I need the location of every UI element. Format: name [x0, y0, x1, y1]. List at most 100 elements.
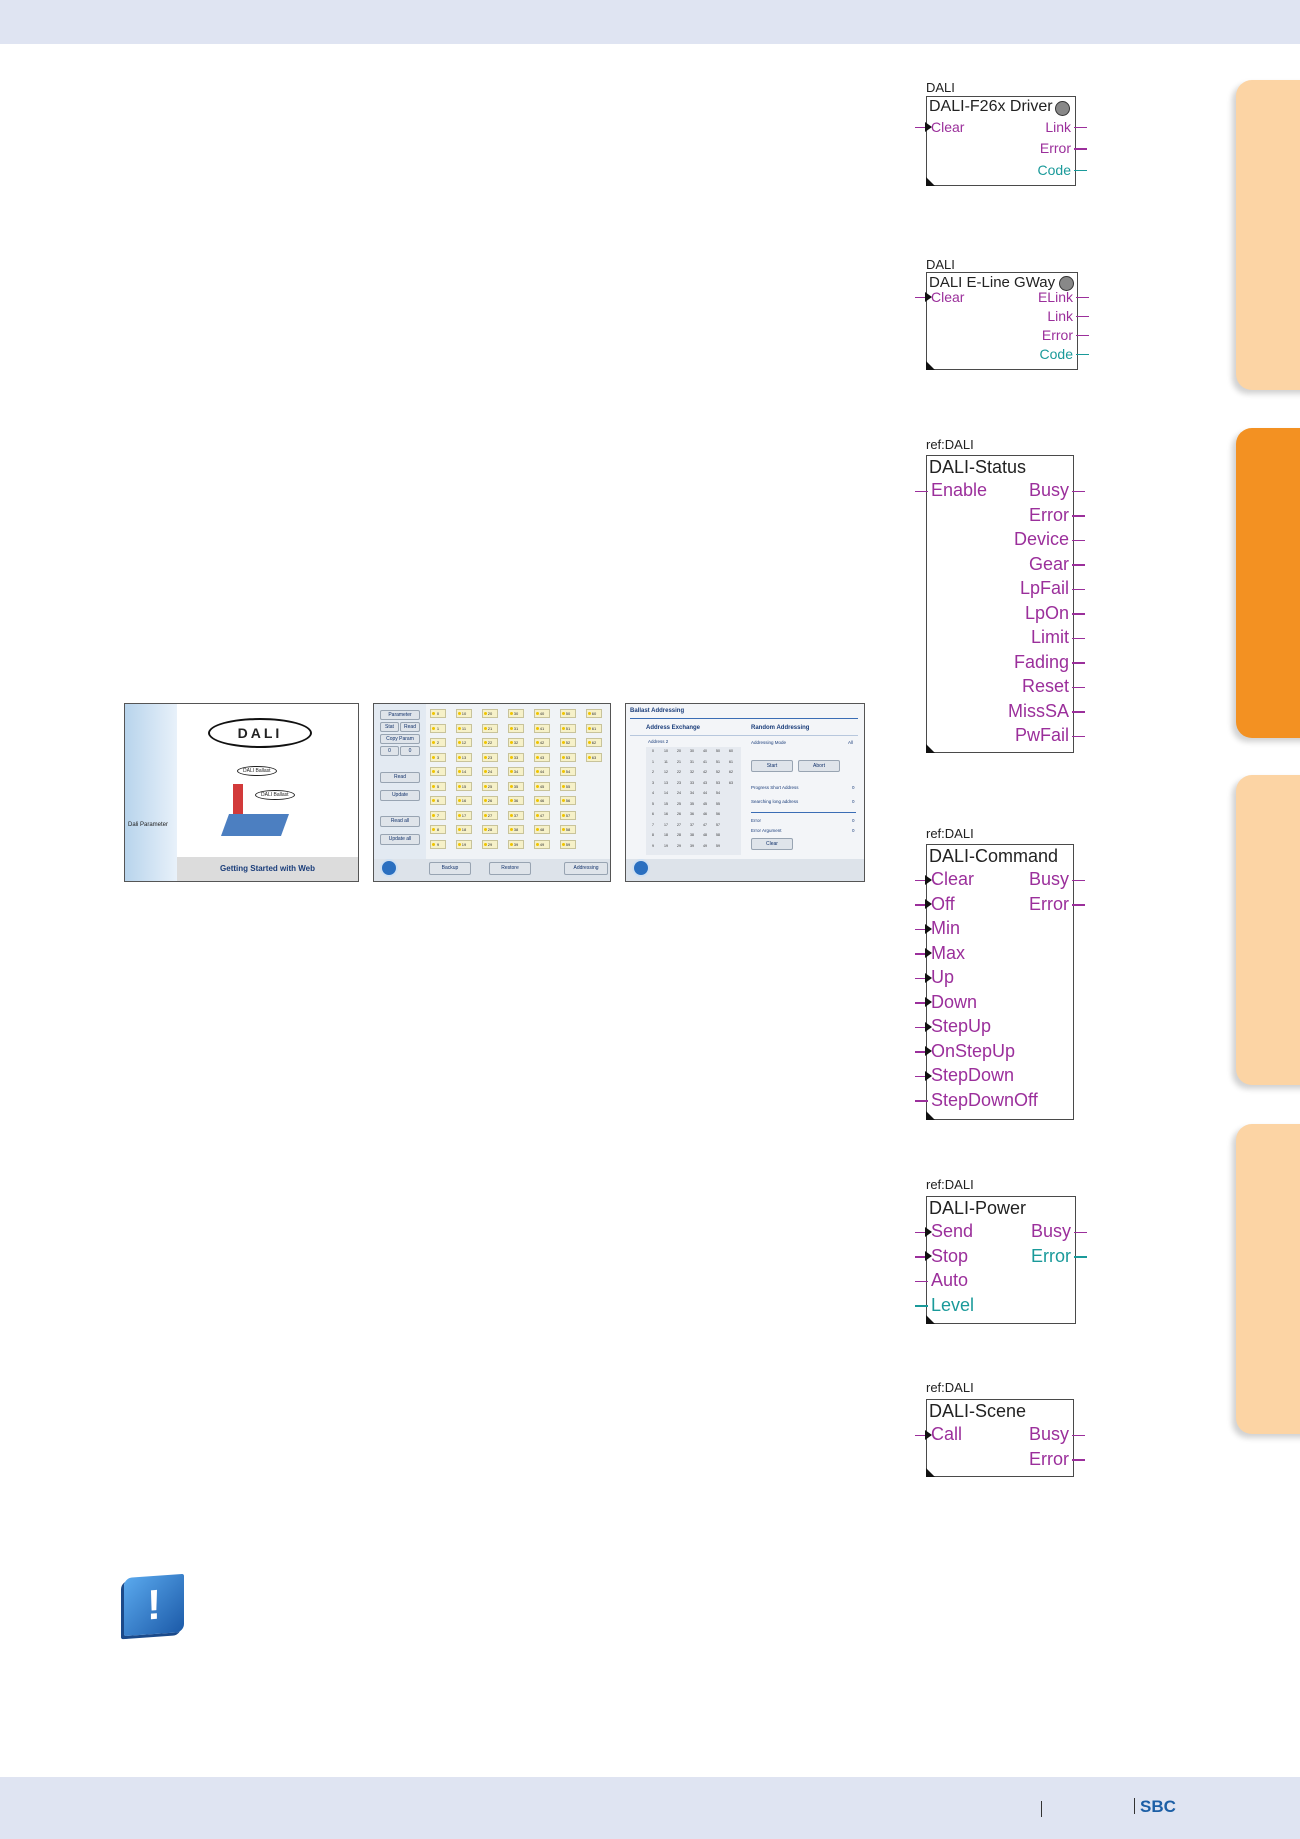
address-cell[interactable]: 59	[560, 839, 576, 849]
address-grid-cell[interactable]: 60	[729, 749, 733, 753]
address-grid-cell[interactable]: 26	[677, 812, 681, 816]
address-grid-cell[interactable]: 41	[703, 759, 707, 764]
address-cell[interactable]: 1	[430, 723, 446, 733]
address-cell[interactable]: 63	[586, 752, 602, 762]
address-grid-cell[interactable]: 48	[703, 833, 707, 837]
chapter-tab-2-active[interactable]	[1236, 428, 1300, 738]
address-cell[interactable]: 22	[482, 738, 498, 747]
address-grid-cell[interactable]: 23	[677, 780, 681, 785]
output-pin-error[interactable]: Error	[1031, 1245, 1087, 1266]
address-grid-cell[interactable]: 36	[690, 812, 694, 816]
address-grid-cell[interactable]: 13	[664, 780, 668, 785]
address-grid-cell[interactable]: 18	[664, 833, 668, 837]
address-cell[interactable]: 15	[456, 781, 472, 791]
address-grid-cell[interactable]: 12	[664, 770, 668, 774]
input-pin-down[interactable]: Down	[914, 991, 978, 1012]
stat-tab[interactable]: Stat	[380, 722, 399, 732]
back-arrow-icon[interactable]	[380, 859, 398, 877]
address-grid-cell[interactable]: 59	[716, 843, 720, 848]
address-cell[interactable]: 24	[482, 767, 498, 776]
address-grid-cell[interactable]: 5	[652, 801, 654, 806]
input-pin-level[interactable]: Level	[914, 1294, 975, 1315]
input-pin-clear[interactable]: Clear	[914, 118, 965, 135]
address-cell[interactable]: 17	[456, 810, 472, 820]
address-cell[interactable]: 19	[456, 839, 472, 849]
address-grid-cell[interactable]: 27	[677, 822, 681, 827]
address-grid-cell[interactable]: 51	[716, 759, 720, 764]
address-grid-cell[interactable]: 50	[716, 749, 720, 753]
update-button[interactable]: Update	[380, 790, 420, 801]
read-all-button[interactable]: Read all	[380, 816, 420, 827]
address-cell[interactable]: 47	[534, 810, 550, 820]
address-grid-cell[interactable]: 33	[690, 780, 694, 785]
address-grid-cell[interactable]: 9	[652, 843, 654, 848]
output-pin-code[interactable]: Code	[1037, 161, 1088, 178]
address-grid-cell[interactable]: 25	[677, 801, 681, 806]
input-pin-clear[interactable]: Clear	[914, 288, 965, 305]
abort-button[interactable]: Abort	[798, 760, 840, 772]
address-grid-cell[interactable]: 39	[690, 843, 694, 848]
address-grid-cell[interactable]: 32	[690, 770, 694, 774]
address-cell[interactable]: 34	[508, 767, 524, 776]
input-pin-onstepup[interactable]: OnStepUp	[914, 1040, 1016, 1061]
input-pin-min[interactable]: Min	[914, 918, 961, 939]
address-cell[interactable]: 31	[508, 723, 524, 733]
address-cell[interactable]: 48	[534, 825, 550, 834]
address-grid-cell[interactable]: 1	[652, 759, 654, 764]
input-pin-stepup[interactable]: StepUp	[914, 1016, 992, 1037]
backup-button[interactable]: Backup	[429, 862, 471, 875]
address-grid-cell[interactable]: 52	[716, 770, 720, 774]
address-grid-cell[interactable]: 4	[652, 791, 654, 795]
address-cell[interactable]: 53	[560, 752, 576, 762]
address-cell[interactable]: 13	[456, 752, 472, 762]
address-grid-cell[interactable]: 28	[677, 833, 681, 837]
address-cell[interactable]: 41	[534, 723, 550, 733]
address-cell[interactable]: 10	[456, 709, 472, 718]
output-pin-device[interactable]: Device	[1013, 529, 1086, 550]
address-cell[interactable]: 25	[482, 781, 498, 791]
address-cell[interactable]: 49	[534, 839, 550, 849]
address-grid-cell[interactable]: 63	[729, 780, 733, 785]
address-grid-cell[interactable]: 3	[652, 780, 654, 785]
address-cell[interactable]: 38	[508, 825, 524, 834]
address-grid-cell[interactable]: 19	[664, 843, 668, 848]
output-pin-error[interactable]: Error	[1041, 326, 1090, 343]
address-grid-cell[interactable]: 40	[703, 749, 707, 753]
output-pin-code[interactable]: Code	[1039, 345, 1090, 362]
address-cell[interactable]: 30	[508, 709, 524, 718]
address-cell[interactable]: 55	[560, 781, 576, 791]
address-grid-cell[interactable]: 11	[664, 759, 668, 764]
address-cell[interactable]: 2	[430, 738, 446, 747]
value-field-a[interactable]: 0	[380, 746, 399, 756]
address-grid-cell[interactable]: 34	[690, 791, 694, 795]
output-pin-error[interactable]: Error	[1039, 140, 1088, 157]
input-pin-stepdownoff[interactable]: StepDownOff	[915, 1089, 1038, 1110]
parameter-button[interactable]: Parameter	[380, 710, 420, 720]
address-grid-cell[interactable]: 55	[716, 801, 720, 806]
address-grid-cell[interactable]: 20	[677, 749, 681, 753]
chapter-tab-1[interactable]	[1236, 80, 1300, 390]
address-cell[interactable]: 8	[430, 825, 446, 834]
address-cell[interactable]: 29	[482, 839, 498, 849]
output-pin-lpfail[interactable]: LpFail	[1019, 578, 1086, 599]
address-cell[interactable]: 16	[456, 796, 472, 805]
address-cell[interactable]: 45	[534, 781, 550, 791]
address-cell[interactable]: 33	[508, 752, 524, 762]
address-cell[interactable]: 43	[534, 752, 550, 762]
address-cell[interactable]: 56	[560, 796, 576, 805]
address-grid-cell[interactable]: 49	[703, 843, 707, 848]
start-button[interactable]: Start	[751, 760, 793, 772]
address-cell[interactable]: 26	[482, 796, 498, 805]
address-cell[interactable]: 14	[456, 767, 472, 776]
address-cell[interactable]: 44	[534, 767, 550, 776]
address-cell[interactable]: 6	[430, 796, 446, 805]
output-pin-busy[interactable]: Busy	[1030, 1221, 1088, 1242]
address-cell[interactable]: 28	[482, 825, 498, 834]
address-cell[interactable]: 58	[560, 825, 576, 834]
address-grid-cell[interactable]: 45	[703, 801, 707, 806]
address-grid-cell[interactable]: 6	[652, 812, 654, 816]
address-grid-cell[interactable]: 38	[690, 833, 694, 837]
address-cell[interactable]: 27	[482, 810, 498, 820]
